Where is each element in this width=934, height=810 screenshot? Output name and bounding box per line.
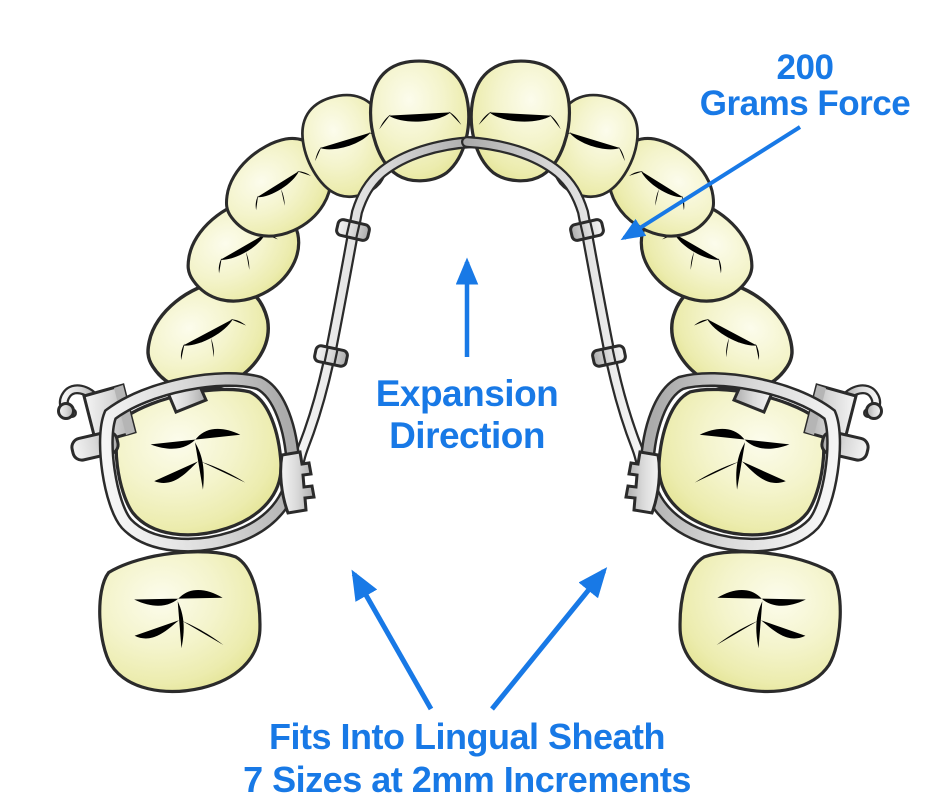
molar-band — [98, 371, 301, 553]
force-label-line2: Grams Force — [700, 84, 910, 123]
sheath-annotation: Fits Into Lingual Sheath 7 Sizes at 2mm … — [243, 567, 691, 800]
sheath-arrow-left-icon — [351, 569, 434, 711]
arch-left-half — [57, 56, 479, 702]
force-arrow-icon — [620, 125, 802, 241]
expansion-label-line1: Expansion — [376, 373, 559, 414]
expansion-annotation: Expansion Direction — [376, 257, 559, 456]
expansion-label-line2: Direction — [389, 415, 545, 456]
sheath-label-line2: 7 Sizes at 2mm Increments — [243, 759, 691, 800]
expander-wire — [292, 136, 479, 472]
tooth-second-molar — [91, 542, 270, 702]
force-annotation: 200 Grams Force — [620, 48, 911, 241]
force-label-line1: 200 — [777, 48, 834, 87]
annotations: 200 Grams Force Expansion Direction Fits… — [243, 48, 911, 800]
sheath-label-line1: Fits Into Lingual Sheath — [269, 716, 665, 757]
hook-ball — [57, 402, 75, 420]
wire-crimp-stop-upper — [335, 218, 371, 242]
sheath-arrow-right-icon — [490, 567, 608, 711]
lingual-sheath — [279, 450, 316, 515]
wire-crimp-stop-lower — [313, 344, 349, 368]
